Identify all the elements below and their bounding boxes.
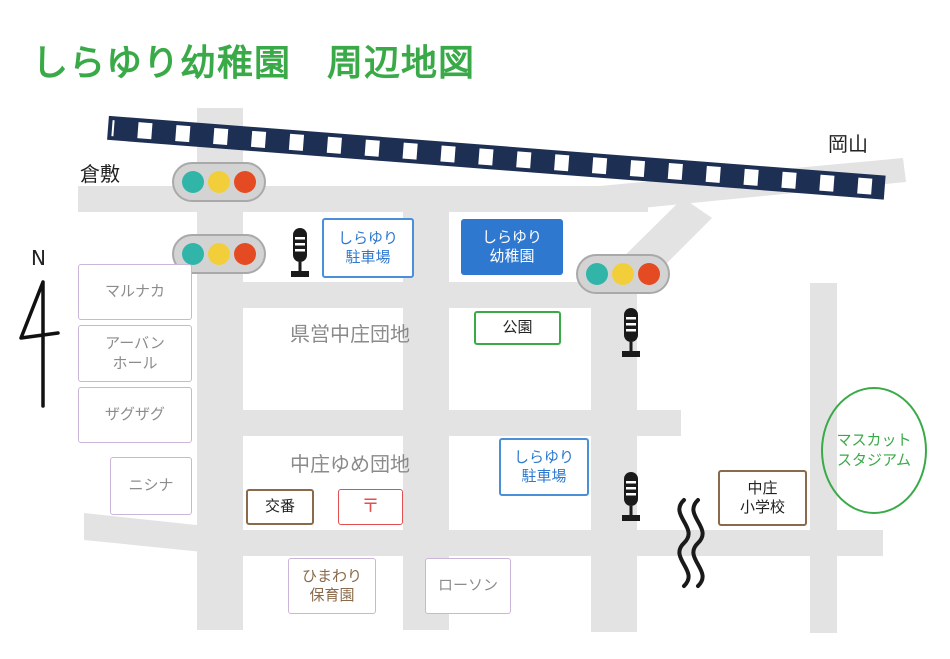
shirayuri-kindergarten[interactable]: しらゆり幼稚園 [461,219,563,275]
label-kurashiki: 倉敷 [80,162,120,186]
road-south-horizontal [243,530,883,556]
bus-stop-icon [291,228,309,277]
traffic-signal-icon [172,162,266,202]
bus-stop-icon [622,472,640,521]
label-nakasho-danchi: 中庄ゆめ団地 [290,452,410,476]
shop-marunaka[interactable]: マルナカ [78,264,192,320]
mascat-stadium[interactable]: マスカットスタジアム [821,387,927,514]
label-kenei-danchi: 県営中庄団地 [290,322,410,346]
himawari-nursery[interactable]: ひまわり保育園 [288,558,376,614]
road-middle-horizontal [197,410,681,436]
shop-nishina[interactable]: ニシナ [110,457,192,515]
shop-lawson[interactable]: ローソン [425,558,511,614]
north-label: N [31,246,46,270]
bus-stop-icon [622,308,640,357]
shirayuri-parking-north[interactable]: しらゆり駐車場 [322,218,414,278]
shirayuri-parking-south[interactable]: しらゆり駐車場 [499,438,589,496]
road-shop-horizontal [197,282,637,308]
traffic-signal-icon [172,234,266,274]
road-southwest-diagonal [84,513,243,556]
park[interactable]: 公園 [474,311,561,345]
post-office[interactable]: 〒 [338,489,403,525]
traffic-signal-icon [576,254,670,294]
shop-urban-hall[interactable]: アーバンホール [78,325,192,382]
label-okayama: 岡山 [828,132,868,156]
nakasho-elementary-school[interactable]: 中庄小学校 [718,470,807,526]
koban-police-box[interactable]: 交番 [246,489,314,525]
shop-zaguzagu[interactable]: ザグザグ [78,387,192,443]
map-title: しらゆり幼稚園周辺地図 [32,43,476,84]
